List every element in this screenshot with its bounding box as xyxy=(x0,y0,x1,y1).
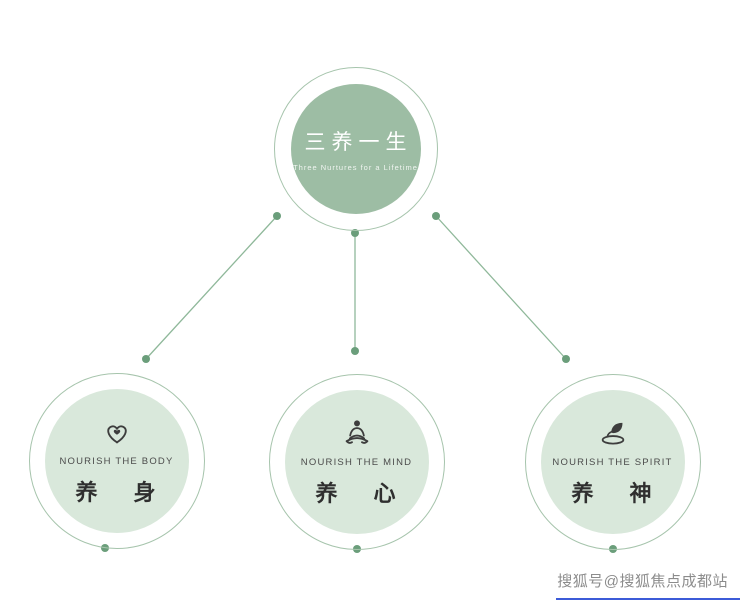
node-body: NOURISH THE BODY 养 身 xyxy=(29,373,205,549)
node-spirit: NOURISH THE SPIRIT 养 神 xyxy=(525,374,701,550)
root-subtitle: Three Nurtures for a Lifetime xyxy=(293,162,418,172)
node-spirit-label-zh: 养 神 xyxy=(571,480,654,506)
connector-line-spirit xyxy=(435,215,567,360)
node-body-label-zh: 养 身 xyxy=(75,479,158,505)
node-mind-label-zh: 养 心 xyxy=(315,480,398,506)
watermark: 搜狐号@搜狐焦点成都站 xyxy=(557,573,728,590)
watermark-underline xyxy=(556,598,740,600)
root-node: 三养一生 Three Nurtures for a Lifetime xyxy=(274,67,438,231)
dot-body-top xyxy=(142,355,150,363)
dot-mind-top xyxy=(351,347,359,355)
node-mind-circle: NOURISH THE MIND 养 心 xyxy=(284,389,429,534)
root-title: 三养一生 xyxy=(304,130,413,154)
node-mind: NOURISH THE MIND 养 心 xyxy=(269,374,445,550)
node-spirit-label-en: NOURISH THE SPIRIT xyxy=(552,456,673,468)
node-mind-label-en: NOURISH THE MIND xyxy=(300,456,413,468)
connector-line-body xyxy=(145,215,278,360)
root-node-circle: 三养一生 Three Nurtures for a Lifetime xyxy=(290,83,421,214)
dot-spirit-top xyxy=(562,355,570,363)
dot-root-bottom xyxy=(351,229,359,237)
dot-root-right xyxy=(432,212,440,220)
node-body-circle: NOURISH THE BODY 养 身 xyxy=(44,388,189,533)
leaf-dish-icon xyxy=(595,416,631,452)
dot-root-left xyxy=(273,212,281,220)
node-spirit-circle: NOURISH THE SPIRIT 养 神 xyxy=(540,389,685,534)
meditation-icon xyxy=(339,416,375,452)
heart-care-icon xyxy=(100,415,134,451)
connector-lines xyxy=(145,215,567,360)
node-body-label-en: NOURISH THE BODY xyxy=(59,455,174,467)
